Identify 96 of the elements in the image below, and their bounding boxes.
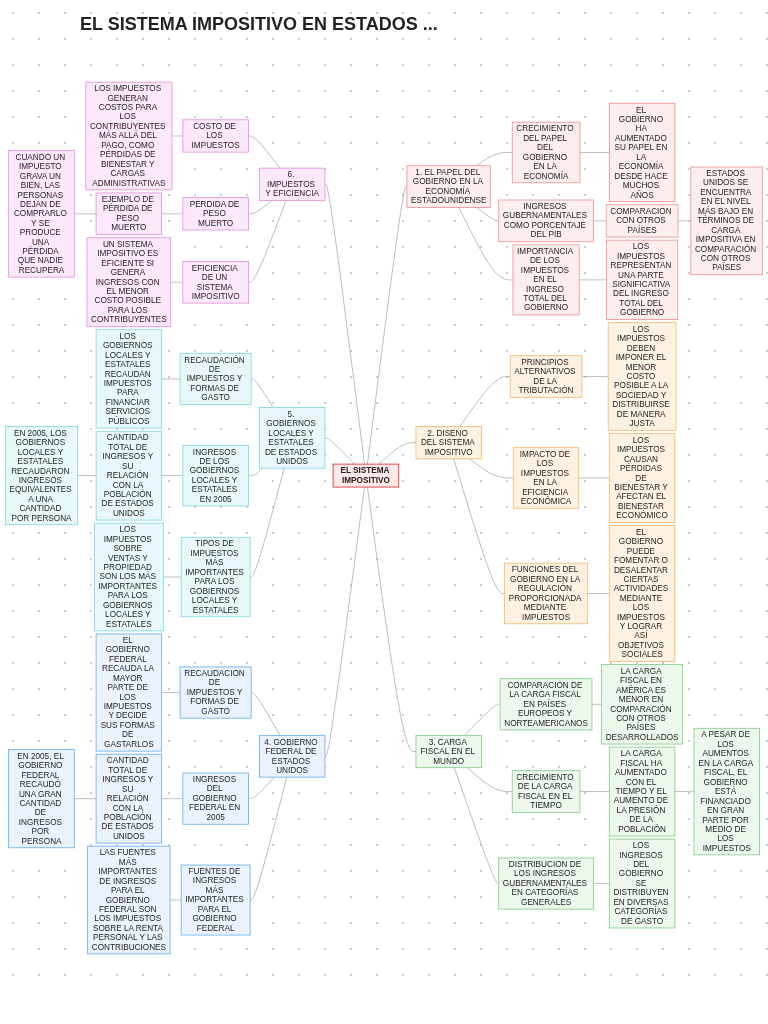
- connector: [73, 797, 97, 799]
- node-box: CRECIMIENTO DEL PAPEL DEL GOBIERNO EN LA ECONOMÍA: [511, 121, 581, 183]
- node-box: EN 2005, LOS GOBIERNOS LOCALES Y ESTATALES RECAUDARON INGRESOS EQUIVALENTES A UNA CANTIDAD POR PERSONA: [4, 425, 78, 525]
- node-box: TIPOS DE IMPUESTOS MÁS IMPORTANTES PARA LOS GOBIERNOS LOCALES Y ESTATALES: [180, 536, 251, 617]
- connector: [324, 437, 356, 464]
- connector: [161, 797, 184, 799]
- connector: [324, 183, 365, 464]
- node-box: INGRESOS DE LOS GOBIERNOS LOCALES Y ESTATALES EN 2005: [182, 444, 249, 506]
- node-box: EN 2005, EL GOBIERNO FEDERAL RECAUDÓ UNA GRAN CANTIDAD DE INGRESOS POR PERSONA: [8, 748, 75, 848]
- connector: [476, 206, 500, 221]
- node-box: COMPARACIÓN DE LA CARGA FISCAL EN PAÍSES EUROPEOS Y NORTEAMERICANOS: [499, 677, 593, 730]
- node-box: LOS IMPUESTOS REPRESENTAN UNA PARTE SIGNIFICATIVA DEL INGRESO TOTAL DEL GOBIERNO: [606, 239, 679, 320]
- connector: [578, 279, 607, 280]
- connector: [170, 281, 184, 283]
- node-box: LOS IMPUESTOS DEBEN IMPONER EL MENOR COSTO POSIBLE A LA SOCIEDAD Y DISTRIBUIRSE DE MANERA JUSTA: [607, 321, 677, 431]
- connector: [591, 703, 602, 705]
- node-box: COMPARACIÓN CON OTROS PAÍSES: [605, 203, 679, 237]
- node-box: RECAUDACIÓN DE IMPUESTOS Y FORMAS DE GASTO: [179, 666, 252, 718]
- connector: [677, 220, 692, 221]
- connector: [454, 766, 500, 884]
- connector: [579, 790, 610, 792]
- node-box: 6. IMPUESTOS Y EFICIENCIA: [258, 167, 326, 201]
- node-box: LOS IMPUESTOS CAUSAN PÉRDIDAS DE BIENESTAR Y AFECTAN EL BIENESTAR ECONÓMICO: [608, 432, 676, 523]
- connector: [171, 135, 184, 136]
- connector: [248, 199, 287, 283]
- connector: [324, 486, 365, 757]
- node-box: LOS INGRESOS DEL GOBIERNO SE DISTRIBUYEN EN DIVERSAS CATEGORÍAS DE GASTO: [608, 838, 676, 928]
- node-box: EFICIENCIA DE UN SISTEMA IMPOSITIVO: [182, 260, 249, 303]
- node-box: EL GOBIERNO HA AUMENTADO SU PAPEL EN LA ECONOMÍA DESDE HACE MUCHOS AÑOS: [608, 102, 676, 202]
- diagram-title: EL SISTEMA IMPOSITIVO EN ESTADOS ...: [80, 14, 438, 35]
- node-box: CUANDO UN IMPUESTO GRAVA UN BIEN, LAS PERSONAS DEJAN DE COMPRARLO Y SE PRODUCE UNA PÉRDIDA QUE NADIE RECUPERA: [8, 149, 75, 277]
- node-box: EL GOBIERNO FEDERAL RECAUDA LA MAYOR PARTE DE LOS IMPUESTOS Y DECIDE SUS FORMAS DE GASTARLOS: [95, 633, 163, 751]
- connector: [367, 486, 417, 752]
- node-box: EL GOBIERNO PUEDE FOMENTAR O DESALENTAR CIERTAS ACTIVIDADES MEDIANTE LOS IMPUESTOS Y LOGRAR ASÍ OBJETIVOS SOCIALES: [608, 524, 676, 662]
- node-box: LOS IMPUESTOS SOBRE VENTAS Y PROPIEDAD SON LOS MÁS IMPORTANTES PARA LOS GOBIERNOS LOCALES Y ESTATALES: [94, 522, 164, 631]
- node-box: INGRESOS DEL GOBIERNO FEDERAL EN 2005: [182, 772, 249, 825]
- connector: [593, 220, 607, 221]
- node-box: CANTIDAD TOTAL DE INGRESOS Y SU RELACIÓN CON LA POBLACIÓN DE ESTADOS UNIDOS: [95, 430, 163, 520]
- connector: [161, 378, 181, 379]
- connector: [248, 135, 281, 168]
- node-box: LOS GOBIERNOS LOCALES Y ESTATALES RECAUDAN IMPUESTOS PARA FINANCIAR SERVICIOS PÚBLICOS: [95, 328, 163, 428]
- node-box: INGRESOS GUBERNAMENTALES COMO PORCENTAJE DEL PIB: [498, 199, 594, 242]
- node-box: 4. GOBIERNO FEDERAL DE ESTADOS UNIDOS: [258, 734, 326, 777]
- connector: [250, 691, 281, 736]
- node-box: DISTRIBUCIÓN DE LOS INGRESOS GUBERNAMENTALES EN CATEGORÍAS GENERALES: [498, 857, 594, 910]
- node-box: EJEMPLO DE PÉRDIDA DE PESO MUERTO: [95, 192, 163, 235]
- node-box: CRECIMIENTO DE LA CARGA FISCAL EN EL TIEMPO: [511, 769, 581, 813]
- node-box: IMPACTO DE LOS IMPUESTOS EN LA EFICIENCIA ECONÓMICA: [512, 446, 580, 509]
- node-box: 3. CARGA FISCAL EN EL MUNDO: [415, 734, 482, 768]
- connector: [579, 151, 610, 153]
- node-box: FUENTES DE INGRESOS MÁS IMPORTANTES PARA EL GOBIERNO FEDERAL: [180, 864, 251, 935]
- connector: [578, 477, 610, 478]
- connector: [593, 882, 610, 884]
- node-box: LOS IMPUESTOS GENERAN COSTOS PARA LOS CONTRIBUYENTES MÁS ALLÁ DEL PAGO, COMO PÉRDIDAS DE BIENESTAR Y CARGAS ADMINISTRATIVAS: [85, 81, 173, 190]
- connector: [674, 790, 695, 792]
- connector: [378, 441, 417, 464]
- node-box: UN SISTEMA IMPOSITIVO ES EFICIENTE SI GENERA INGRESOS CON EL MENOR COSTO POSIBLE PARA LOS CONTRIBUYENTES: [86, 236, 172, 327]
- node-box: CANTIDAD TOTAL DE INGRESOS Y SU RELACIÓN CON LA POBLACIÓN DE ESTADOS UNIDOS: [95, 753, 163, 843]
- node-box: LA CARGA FISCAL EN AMÉRICA ES MENOR EN COMPARACIÓN CON OTROS PAÍSES DESARROLLADOS: [601, 663, 684, 744]
- connector: [458, 206, 514, 280]
- node-box: PRINCIPIOS ALTERNATIVOS DE LA TRIBUTACIÓN: [509, 354, 583, 398]
- connector: [581, 375, 609, 377]
- node-box: LAS FUENTES MÁS IMPORTANTES DE INGRESOS PARA EL GOBIERNO FEDERAL SON LOS IMPUESTOS SOBRE LA RENTA PERSONAL Y LAS CONTRIBUCIONES: [87, 845, 171, 954]
- node-box: 5. GOBIERNOS LOCALES Y ESTATALES DE ESTADOS UNIDOS: [258, 406, 326, 469]
- connector: [464, 703, 501, 736]
- node-box: FUNCIONES DEL GOBIERNO EN LA REGULACIÓN PROPORCIONADA MEDIANTE IMPUESTOS: [504, 562, 588, 624]
- node-box: PÉRDIDA DE PESO MUERTO: [182, 196, 249, 230]
- connector: [459, 375, 511, 427]
- connector: [248, 467, 263, 476]
- connector: [466, 766, 513, 792]
- node-box: ESTADOS UNIDOS SE ENCUENTRA EN EL NIVEL MÁS BAJO EN TÉRMINOS DE CARGA IMPOSITIVA EN COMPARACIÓN CON OTROS PAÍSES: [690, 166, 764, 275]
- node-box: 1. EL PAPEL DEL GOBIERNO EN LA ECONOMÍA ESTADOUNIDENSE: [406, 164, 491, 208]
- connector: [161, 691, 181, 693]
- node-box: LA CARGA FISCAL HA AUMENTADO CON EL TIEMPO Y EL AUMENTO DE LA PRESIÓN DE LA POBLACIÓN: [608, 746, 676, 836]
- connector: [249, 776, 288, 900]
- node-box: RECAUDACIÓN DE IMPUESTOS Y FORMAS DE GASTO: [179, 352, 252, 405]
- connector: [469, 457, 514, 478]
- node-box: 2. DISEÑO DEL SISTEMA IMPOSITIVO: [415, 425, 482, 459]
- node-box: A PESAR DE LOS AUMENTOS EN LA CARGA FISCAL, EL GOBIERNO ESTÁ FINANCIADO EN GRAN PARTE POR MEDIO DE LOS IMPUESTOS: [693, 727, 760, 855]
- connector: [248, 776, 275, 799]
- connector: [77, 474, 97, 476]
- connector: [249, 467, 285, 577]
- connector: [587, 592, 610, 594]
- connector: [248, 199, 273, 214]
- connector: [453, 457, 505, 594]
- connector: [73, 212, 97, 214]
- node-box: EL SISTEMA IMPOSITIVO: [332, 463, 400, 488]
- connector: [161, 212, 184, 214]
- connector: [169, 899, 182, 900]
- connector: [367, 185, 408, 464]
- connector: [161, 474, 184, 476]
- connector: [476, 151, 513, 166]
- node-box: COSTO DE LOS IMPUESTOS: [182, 118, 249, 153]
- connector: [250, 378, 274, 408]
- connector: [163, 576, 182, 577]
- node-box: IMPORTANCIA DE LOS IMPUESTOS EN EL INGRESO TOTAL DEL GOBIERNO: [512, 243, 580, 315]
